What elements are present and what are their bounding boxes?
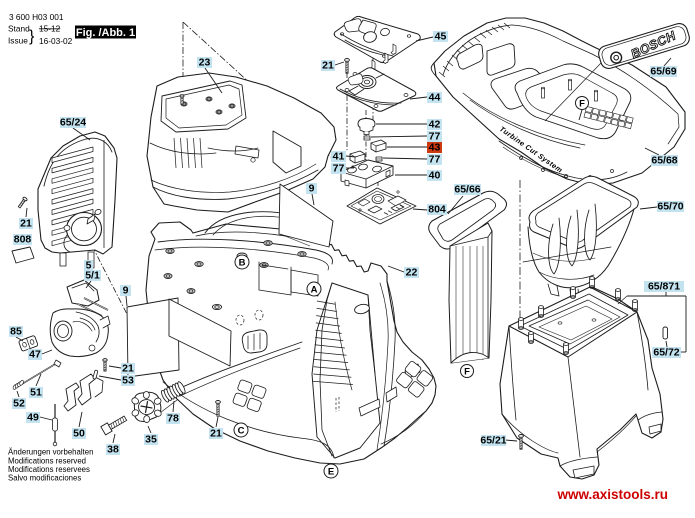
svg-text:65/66: 65/66 bbox=[454, 184, 480, 196]
svg-text:Salvo modificaciones: Salvo modificaciones bbox=[8, 474, 81, 483]
svg-text:77: 77 bbox=[333, 163, 345, 175]
svg-text:804: 804 bbox=[428, 204, 446, 216]
svg-text:38: 38 bbox=[107, 444, 119, 456]
svg-text:E: E bbox=[328, 466, 334, 477]
svg-text:808: 808 bbox=[14, 234, 32, 246]
svg-text:Stand: Stand bbox=[8, 24, 30, 34]
svg-text:23: 23 bbox=[199, 57, 211, 69]
svg-text:77: 77 bbox=[429, 131, 441, 143]
svg-text:45: 45 bbox=[435, 31, 447, 43]
svg-text:65/24: 65/24 bbox=[60, 117, 86, 129]
svg-text:35: 35 bbox=[145, 434, 157, 446]
svg-text:65/72: 65/72 bbox=[653, 347, 679, 359]
svg-text:A: A bbox=[311, 284, 318, 295]
svg-text:41: 41 bbox=[333, 151, 345, 163]
svg-text:65/69: 65/69 bbox=[650, 66, 676, 78]
svg-text:53: 53 bbox=[122, 375, 134, 387]
svg-text:16-03-02: 16-03-02 bbox=[39, 36, 73, 46]
svg-text:9: 9 bbox=[309, 183, 315, 195]
svg-text:Änderungen vorbehalten: Änderungen vorbehalten bbox=[8, 448, 93, 457]
svg-text:21: 21 bbox=[210, 428, 222, 440]
svg-text:52: 52 bbox=[13, 398, 25, 410]
svg-text:F: F bbox=[579, 98, 585, 109]
svg-text:78: 78 bbox=[167, 413, 179, 425]
svg-text:47: 47 bbox=[29, 349, 41, 361]
svg-text:43: 43 bbox=[429, 142, 441, 154]
svg-text:40: 40 bbox=[429, 170, 441, 182]
svg-text:Modifications reservees: Modifications reservees bbox=[8, 465, 90, 474]
svg-text:Fig. /Abb. 1: Fig. /Abb. 1 bbox=[76, 27, 135, 39]
svg-text:85: 85 bbox=[10, 326, 22, 338]
svg-text:49: 49 bbox=[27, 412, 39, 424]
svg-text:5: 5 bbox=[86, 260, 92, 272]
svg-text:65/70: 65/70 bbox=[657, 201, 683, 213]
svg-text:22: 22 bbox=[406, 267, 418, 279]
svg-text:}: } bbox=[29, 28, 35, 45]
svg-text:44: 44 bbox=[429, 92, 441, 104]
svg-text:77: 77 bbox=[429, 154, 441, 166]
svg-text:65/871: 65/871 bbox=[648, 281, 680, 293]
svg-text:15-12: 15-12 bbox=[39, 24, 61, 34]
svg-text:Modifications reserved: Modifications reserved bbox=[8, 456, 86, 465]
svg-text:B: B bbox=[239, 257, 246, 268]
svg-text:50: 50 bbox=[73, 428, 85, 440]
svg-text:9: 9 bbox=[123, 285, 129, 297]
svg-text:Issue: Issue bbox=[8, 36, 28, 46]
svg-text:42: 42 bbox=[429, 119, 441, 131]
svg-text:51: 51 bbox=[30, 387, 42, 399]
svg-text:21: 21 bbox=[20, 218, 32, 230]
svg-text:65/68: 65/68 bbox=[651, 155, 677, 167]
svg-text:F: F bbox=[464, 366, 470, 377]
svg-text:www.axistools.ru: www.axistools.ru bbox=[556, 487, 668, 502]
svg-text:21: 21 bbox=[122, 363, 134, 375]
svg-text:21: 21 bbox=[322, 60, 334, 72]
svg-text:65/21: 65/21 bbox=[480, 435, 506, 447]
svg-text:C: C bbox=[238, 425, 245, 436]
svg-text:5/1: 5/1 bbox=[85, 270, 100, 282]
svg-text:3 600 H03 001: 3 600 H03 001 bbox=[9, 12, 64, 22]
